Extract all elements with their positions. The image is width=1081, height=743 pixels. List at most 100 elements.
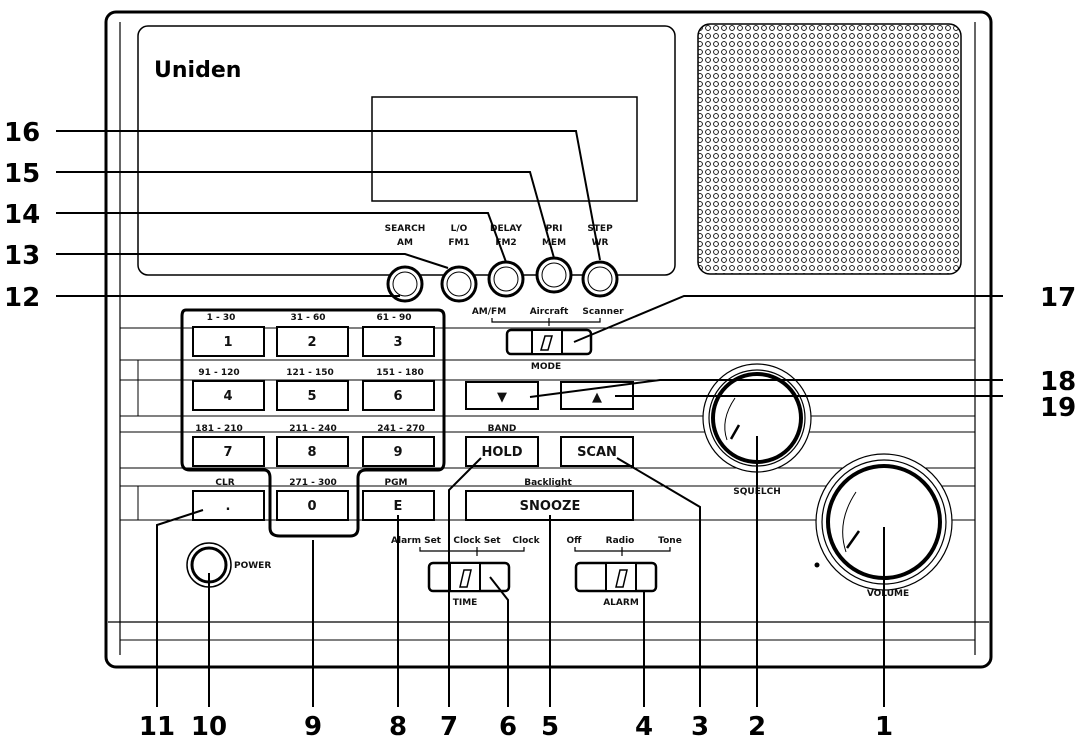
- svg-text:SCAN: SCAN: [577, 445, 617, 460]
- key-0[interactable]: [276, 490, 349, 521]
- svg-text:WR: WR: [592, 238, 609, 248]
- callout-19: 19: [1040, 393, 1076, 423]
- scan-button[interactable]: SCAN: [560, 436, 634, 467]
- key-7[interactable]: [192, 436, 265, 467]
- svg-text:Tone: Tone: [658, 536, 682, 546]
- key-1[interactable]: [192, 326, 265, 357]
- brand-logo: Uniden: [154, 58, 241, 83]
- keypad-range-label: 181 - 210: [195, 424, 243, 434]
- key-9[interactable]: [362, 436, 435, 467]
- callout-9: 9: [304, 712, 322, 742]
- svg-text:Off: Off: [567, 536, 583, 546]
- svg-text:Radio: Radio: [606, 536, 635, 546]
- callout-lines: [56, 130, 1003, 707]
- keypad: 1 - 30 1 31 - 60 2 61 - 90 3 91 - 120 4 …: [192, 313, 435, 521]
- callout-15: 15: [4, 159, 40, 189]
- key-label: 3: [393, 335, 402, 350]
- key-clr[interactable]: [192, 490, 265, 521]
- key-label: .: [226, 499, 231, 514]
- key-label: E: [394, 499, 403, 514]
- keypad-range-label: 61 - 90: [376, 313, 411, 323]
- callout-2: 2: [748, 712, 766, 742]
- callout-numbers: 16 15 14 13 12 17 18 19 1 2 3 4 5 6 7 8 …: [4, 118, 1076, 742]
- up-arrow-icon: ▲: [592, 390, 602, 405]
- callout-14: 14: [4, 200, 40, 230]
- svg-text:Clock Set: Clock Set: [453, 536, 501, 546]
- keypad-range-label: 121 - 150: [286, 368, 334, 378]
- keypad-range-label: CLR: [215, 478, 234, 488]
- svg-text:DELAY: DELAY: [490, 224, 522, 234]
- svg-text:MODE: MODE: [531, 362, 561, 372]
- key-label: 6: [393, 389, 402, 404]
- volume-knob[interactable]: VOLUME: [814, 453, 953, 599]
- keypad-range-label: PGM: [385, 478, 408, 488]
- svg-text:STEP: STEP: [587, 224, 613, 234]
- svg-text:BAND: BAND: [488, 424, 517, 434]
- svg-text:Scanner: Scanner: [582, 307, 624, 317]
- key-label: 8: [307, 445, 316, 460]
- svg-text:SNOOZE: SNOOZE: [520, 499, 581, 514]
- volume-label: VOLUME: [867, 589, 909, 599]
- key-label: 2: [307, 335, 316, 350]
- svg-text:Backlight: Backlight: [524, 478, 572, 488]
- delay-fm2-button[interactable]: DELAY FM2: [487, 224, 525, 298]
- keypad-range-label: 31 - 60: [290, 313, 325, 323]
- key-2[interactable]: [276, 326, 349, 357]
- down-arrow-button[interactable]: ▼: [465, 381, 539, 410]
- search-am-button[interactable]: SEARCH AM: [385, 224, 426, 303]
- svg-text:AM/FM: AM/FM: [472, 307, 506, 317]
- callout-18: 18: [1040, 367, 1076, 397]
- key-label: 5: [307, 389, 316, 404]
- svg-text:Alarm Set: Alarm Set: [391, 536, 442, 546]
- key-label: 1: [223, 335, 232, 350]
- callout-16: 16: [4, 118, 40, 148]
- lcd-display: [371, 96, 638, 202]
- callout-8: 8: [389, 712, 407, 742]
- callout-12: 12: [4, 283, 40, 313]
- callout-17: 17: [1040, 283, 1076, 313]
- svg-text:L/O: L/O: [451, 224, 468, 234]
- svg-text:Clock: Clock: [512, 536, 540, 546]
- key-label: 0: [307, 499, 316, 514]
- svg-text:HOLD: HOLD: [481, 445, 522, 460]
- keypad-range-label: 1 - 30: [207, 313, 236, 323]
- power-label: POWER: [234, 561, 271, 571]
- key-3[interactable]: [362, 326, 435, 357]
- keypad-range-label: 151 - 180: [376, 368, 424, 378]
- svg-text:TIME: TIME: [453, 598, 478, 608]
- svg-text:AM: AM: [397, 238, 413, 248]
- callout-6: 6: [499, 712, 517, 742]
- callout-11: 11: [139, 712, 175, 742]
- step-wr-button[interactable]: STEP WR: [581, 224, 619, 298]
- key-4[interactable]: [192, 380, 265, 411]
- callout-13: 13: [4, 241, 40, 271]
- down-arrow-icon: ▼: [497, 390, 507, 405]
- callout-4: 4: [635, 712, 653, 742]
- lo-fm1-button[interactable]: L/O FM1: [440, 224, 478, 303]
- speaker-grille: [697, 23, 962, 275]
- svg-text:SEARCH: SEARCH: [385, 224, 426, 234]
- hold-button[interactable]: BAND HOLD: [465, 424, 539, 467]
- svg-text:FM1: FM1: [448, 238, 469, 248]
- alarm-switch[interactable]: Off Radio Tone ALARM: [567, 536, 682, 608]
- key-label: 7: [223, 445, 232, 460]
- callout-7: 7: [440, 712, 458, 742]
- keypad-outline: [180, 308, 446, 538]
- keypad-range-label: 271 - 300: [289, 478, 337, 488]
- keypad-range-label: 211 - 240: [289, 424, 337, 434]
- key-8[interactable]: [276, 436, 349, 467]
- mode-switch[interactable]: AM/FM Aircraft Scanner MODE: [472, 307, 624, 372]
- key-label: 9: [393, 445, 402, 460]
- svg-text:Aircraft: Aircraft: [530, 307, 569, 317]
- callout-1: 1: [875, 712, 893, 742]
- callout-3: 3: [691, 712, 709, 742]
- key-5[interactable]: [276, 380, 349, 411]
- key-label: 4: [223, 389, 232, 404]
- svg-text:ALARM: ALARM: [603, 598, 639, 608]
- callout-10: 10: [191, 712, 227, 742]
- keypad-range-label: 91 - 120: [198, 368, 239, 378]
- svg-text:MEM: MEM: [542, 238, 566, 248]
- keypad-range-label: 241 - 270: [377, 424, 425, 434]
- key-6[interactable]: [362, 380, 435, 411]
